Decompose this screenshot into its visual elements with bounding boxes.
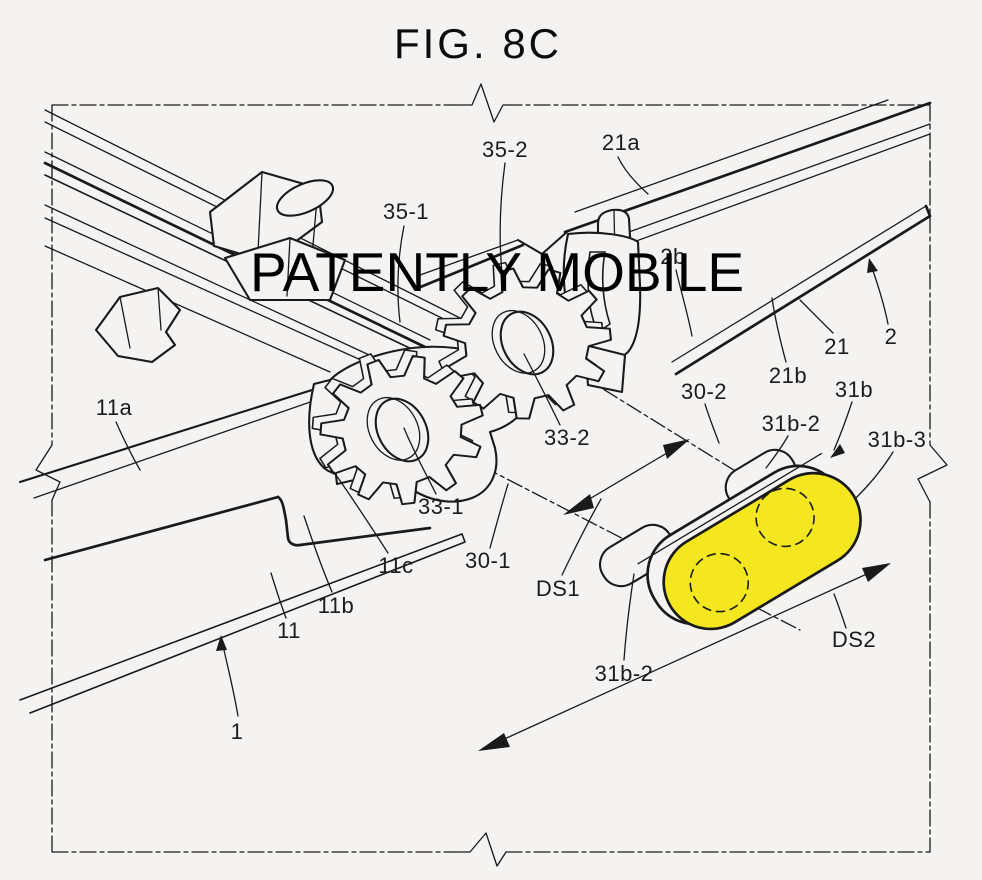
hidden-peg-outline-left [689,552,750,613]
figure-title: FIG. 8C [393,20,563,67]
patently-mobile-watermark: PATENTLY MOBILE [250,241,745,303]
gear-33-2 [434,261,612,420]
ref-label-11: 11 [277,618,301,643]
ref-label-33-2: 33-2 [543,425,591,450]
hinge-clamp-assembly [208,170,347,302]
ref-label-31b-3: 31b-3 [867,427,927,452]
ref-label-31b-2-upper: 31b-2 [761,411,821,436]
ref-label-11a: 11a [95,395,133,420]
right-plate [563,99,932,376]
ref-label-33-1: 33-1 [417,494,465,519]
ref-label-21a: 21a [601,130,641,155]
ref-label-30-2: 30-2 [680,379,728,404]
dimension-ds2 [478,563,891,751]
ref-label-ds1: DS1 [535,576,581,601]
break-symbol-bottom [454,832,507,867]
ref-label-21b: 21b [768,363,808,388]
hidden-peg-outline-right [755,487,815,548]
ref-label-31b: 31b [834,377,874,402]
ref-label-11c: 11c [378,553,414,578]
ref-label-1: 1 [230,719,244,744]
slide-member-front-face [662,471,862,631]
boot-bracket [94,286,182,364]
ref-label-35-1: 35-1 [382,199,430,224]
ref-label-ds2: DS2 [831,627,877,652]
break-symbol-right [917,444,948,503]
ref-label-30-1: 30-1 [464,548,512,573]
break-symbol-top [454,83,507,123]
ref-label-31b-2-lower: 31b-2 [594,661,654,686]
ref-label-2: 2 [884,324,898,349]
ref-label-35-2: 35-2 [481,137,529,162]
ref-label-11b: 11b [317,593,355,618]
left-plate [18,229,570,714]
leader-lines [115,156,894,717]
ref-label-2b: 2b [660,244,686,269]
slide-member-31b [637,452,862,631]
gear-33-1 [311,349,484,506]
ref-label-21: 21 [824,334,850,359]
dimension-ds1 [563,439,690,515]
